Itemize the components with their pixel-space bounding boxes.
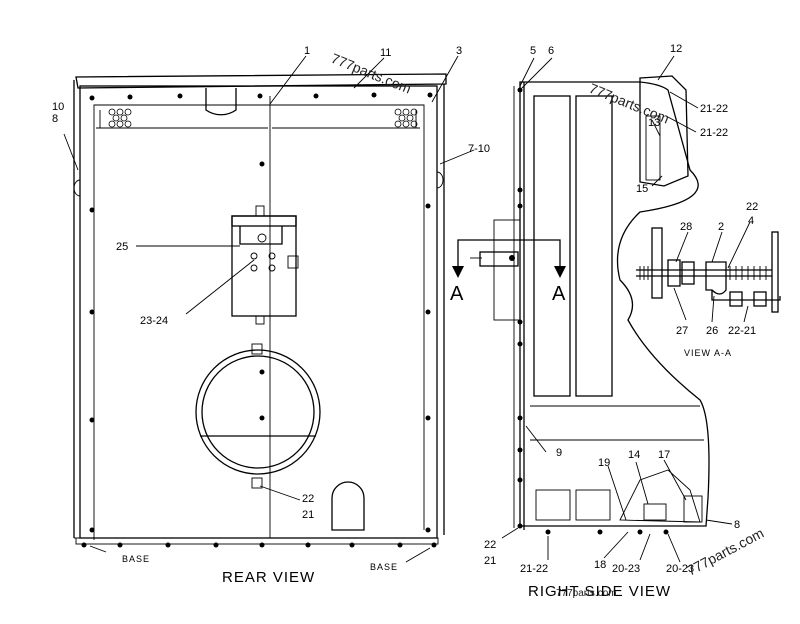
callout-12: 12 <box>670 43 682 55</box>
callout-21-22-a: 21-22 <box>700 103 728 115</box>
rear-outer-panel <box>79 85 438 539</box>
callout-4: 4 <box>748 215 754 227</box>
rear-bracket-box <box>231 205 299 325</box>
callout-10: 10 <box>52 101 64 113</box>
callout-13: 13 <box>648 117 660 129</box>
view-a-a-title: VIEW A-A <box>684 348 732 358</box>
callout-21-side: 21 <box>484 555 496 567</box>
side-body-outline <box>519 81 710 527</box>
side-core-right <box>575 95 613 397</box>
callout-8: 8 <box>734 519 740 531</box>
callout-9: 9 <box>556 447 562 459</box>
callout-22-side: 22 <box>484 539 496 551</box>
side-core-left <box>533 95 571 397</box>
callout-22-21-s: 22-21 <box>728 325 756 337</box>
rear-bottom-arch <box>331 481 365 531</box>
right-side-view-title: RIGHT SIDE VIEW <box>528 583 671 600</box>
callout-21-rear: 21 <box>302 509 314 521</box>
watermark-4: 777parts.com <box>556 588 617 599</box>
section-mark-a-left: A <box>450 283 464 305</box>
callout-19: 19 <box>598 457 610 469</box>
callout-20-23-b: 20-23 <box>666 563 694 575</box>
callout-1: 1 <box>304 45 310 57</box>
callout-6: 6 <box>548 45 554 57</box>
side-cap <box>639 75 689 187</box>
callout-25: 25 <box>116 241 128 253</box>
callout-labels: 1 11 3 10 8 7-10 25 23-24 22 21 5 6 12 2… <box>52 43 758 575</box>
callout-26: 26 <box>706 325 718 337</box>
callout-15: 15 <box>636 183 648 195</box>
callout-11: 11 <box>380 47 391 59</box>
callout-18: 18 <box>594 559 606 571</box>
rear-vent-right <box>394 108 418 128</box>
callout-14: 14 <box>628 449 640 461</box>
rear-view <box>63 55 475 563</box>
callout-7-10: 7-10 <box>468 143 490 155</box>
base-label-right: BASE <box>370 562 398 572</box>
callout-5: 5 <box>530 45 536 57</box>
callout-3: 3 <box>456 45 462 57</box>
section-mark-a-right: A <box>552 283 566 305</box>
section-arrows <box>452 239 566 278</box>
rear-vent-left <box>108 108 132 128</box>
rear-view-title: REAR VIEW <box>222 569 315 586</box>
side-clamp <box>470 219 521 321</box>
callout-28: 28 <box>680 221 692 233</box>
base-label-left: BASE <box>122 554 150 564</box>
rear-circular-port <box>195 343 321 489</box>
callout-21-22-b: 21-22 <box>700 127 728 139</box>
callout-21-22-bot: 21-22 <box>520 563 548 575</box>
callout-22-rear: 22 <box>302 493 314 505</box>
callout-23-24: 23-24 <box>140 315 168 327</box>
watermark-1: 777parts.com <box>329 50 414 97</box>
callout-22-s: 22 <box>746 201 758 213</box>
view-a-a <box>636 221 781 323</box>
watermark-2: 777parts.com <box>587 80 672 127</box>
right-side-view <box>452 55 733 563</box>
callout-17: 17 <box>658 449 670 461</box>
callout-20-23-a: 20-23 <box>612 563 640 575</box>
rear-bolts <box>81 92 437 548</box>
callout-8-rear: 8 <box>52 113 58 125</box>
rear-top-cap <box>75 73 447 89</box>
watermark-3: 777parts.com <box>684 525 766 579</box>
side-bolts <box>517 87 669 535</box>
callout-27: 27 <box>676 325 688 337</box>
callout-2: 2 <box>718 221 724 233</box>
